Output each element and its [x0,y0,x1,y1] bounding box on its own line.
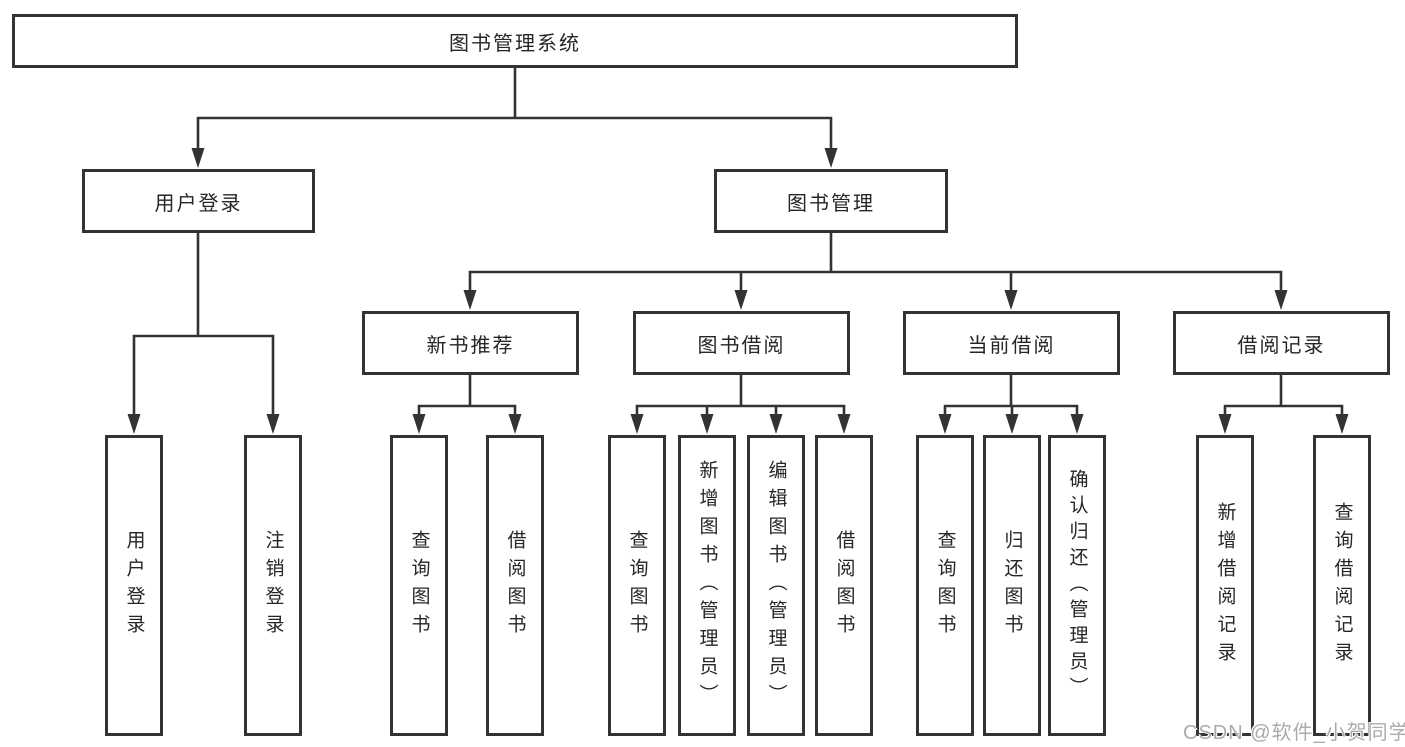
leaf-user-login: 用户登录 [105,435,163,736]
node-book-borrowing-label: 图书借阅 [697,334,786,357]
connector-book-management-to-modules [463,233,1288,310]
leaf-query-books-borrowing-label: 查询图书 [626,529,648,642]
node-book-management: 图书管理 [714,169,948,233]
node-current-borrowing-label: 当前借阅 [967,334,1056,357]
node-user-login-branch-label: 用户登录 [154,192,243,215]
leaf-return-book-label: 归还图书 [1001,529,1023,642]
node-borrow-records-label: 借阅记录 [1237,334,1326,357]
leaf-return-book: 归还图书 [983,435,1041,736]
leaf-add-book-admin-label: 新增图书（管理员） [696,459,718,712]
leaf-borrow-books-recommend: 借阅图书 [486,435,544,736]
leaf-edit-book-admin-label: 编辑图书（管理员） [765,459,787,712]
node-borrow-records: 借阅记录 [1173,311,1390,375]
leaf-query-books-current-label: 查询图书 [934,529,956,642]
node-root-library-management-system: 图书管理系统 [12,14,1018,68]
csdn-watermark: CSDN @软件_小贺同学 [1183,722,1405,744]
leaf-borrow-books: 借阅图书 [815,435,873,736]
node-new-book-recommendation: 新书推荐 [362,311,579,375]
leaf-user-login-label: 用户登录 [123,529,145,642]
leaf-borrow-books-recommend-label: 借阅图书 [504,529,526,642]
leaf-confirm-return-admin-label: 确认归还（管理员） [1066,468,1088,703]
leaf-logout: 注销登录 [244,435,302,736]
node-current-borrowing: 当前借阅 [903,311,1120,375]
node-user-login-branch: 用户登录 [82,169,315,233]
leaf-borrow-books-label: 借阅图书 [833,529,855,642]
connector-borrow-records-to-leaves [1218,375,1349,434]
leaf-add-borrow-record: 新增借阅记录 [1196,435,1254,736]
connector-root-to-branches [191,68,838,168]
leaf-query-books-recommend: 查询图书 [390,435,448,736]
node-root-label: 图书管理系统 [449,32,581,55]
connector-current-borrowing-to-leaves [938,375,1084,434]
connector-new-book-to-leaves [412,375,522,434]
leaf-query-books-borrowing: 查询图书 [608,435,666,736]
leaf-query-books-current: 查询图书 [916,435,974,736]
leaf-query-books-recommend-label: 查询图书 [408,529,430,642]
leaf-query-borrow-record: 查询借阅记录 [1313,435,1371,736]
leaf-confirm-return-admin: 确认归还（管理员） [1048,435,1106,736]
leaf-add-borrow-record-label: 新增借阅记录 [1214,501,1236,670]
leaf-add-book-admin: 新增图书（管理员） [678,435,736,736]
connector-book-borrowing-to-leaves [630,375,851,434]
node-book-borrowing: 图书借阅 [633,311,850,375]
node-new-book-recommendation-label: 新书推荐 [426,334,515,357]
node-book-management-label: 图书管理 [787,192,875,215]
leaf-query-borrow-record-label: 查询借阅记录 [1331,501,1353,670]
leaf-edit-book-admin: 编辑图书（管理员） [747,435,805,736]
leaf-logout-label: 注销登录 [262,529,284,642]
connector-user-login-to-leaves [127,233,280,434]
